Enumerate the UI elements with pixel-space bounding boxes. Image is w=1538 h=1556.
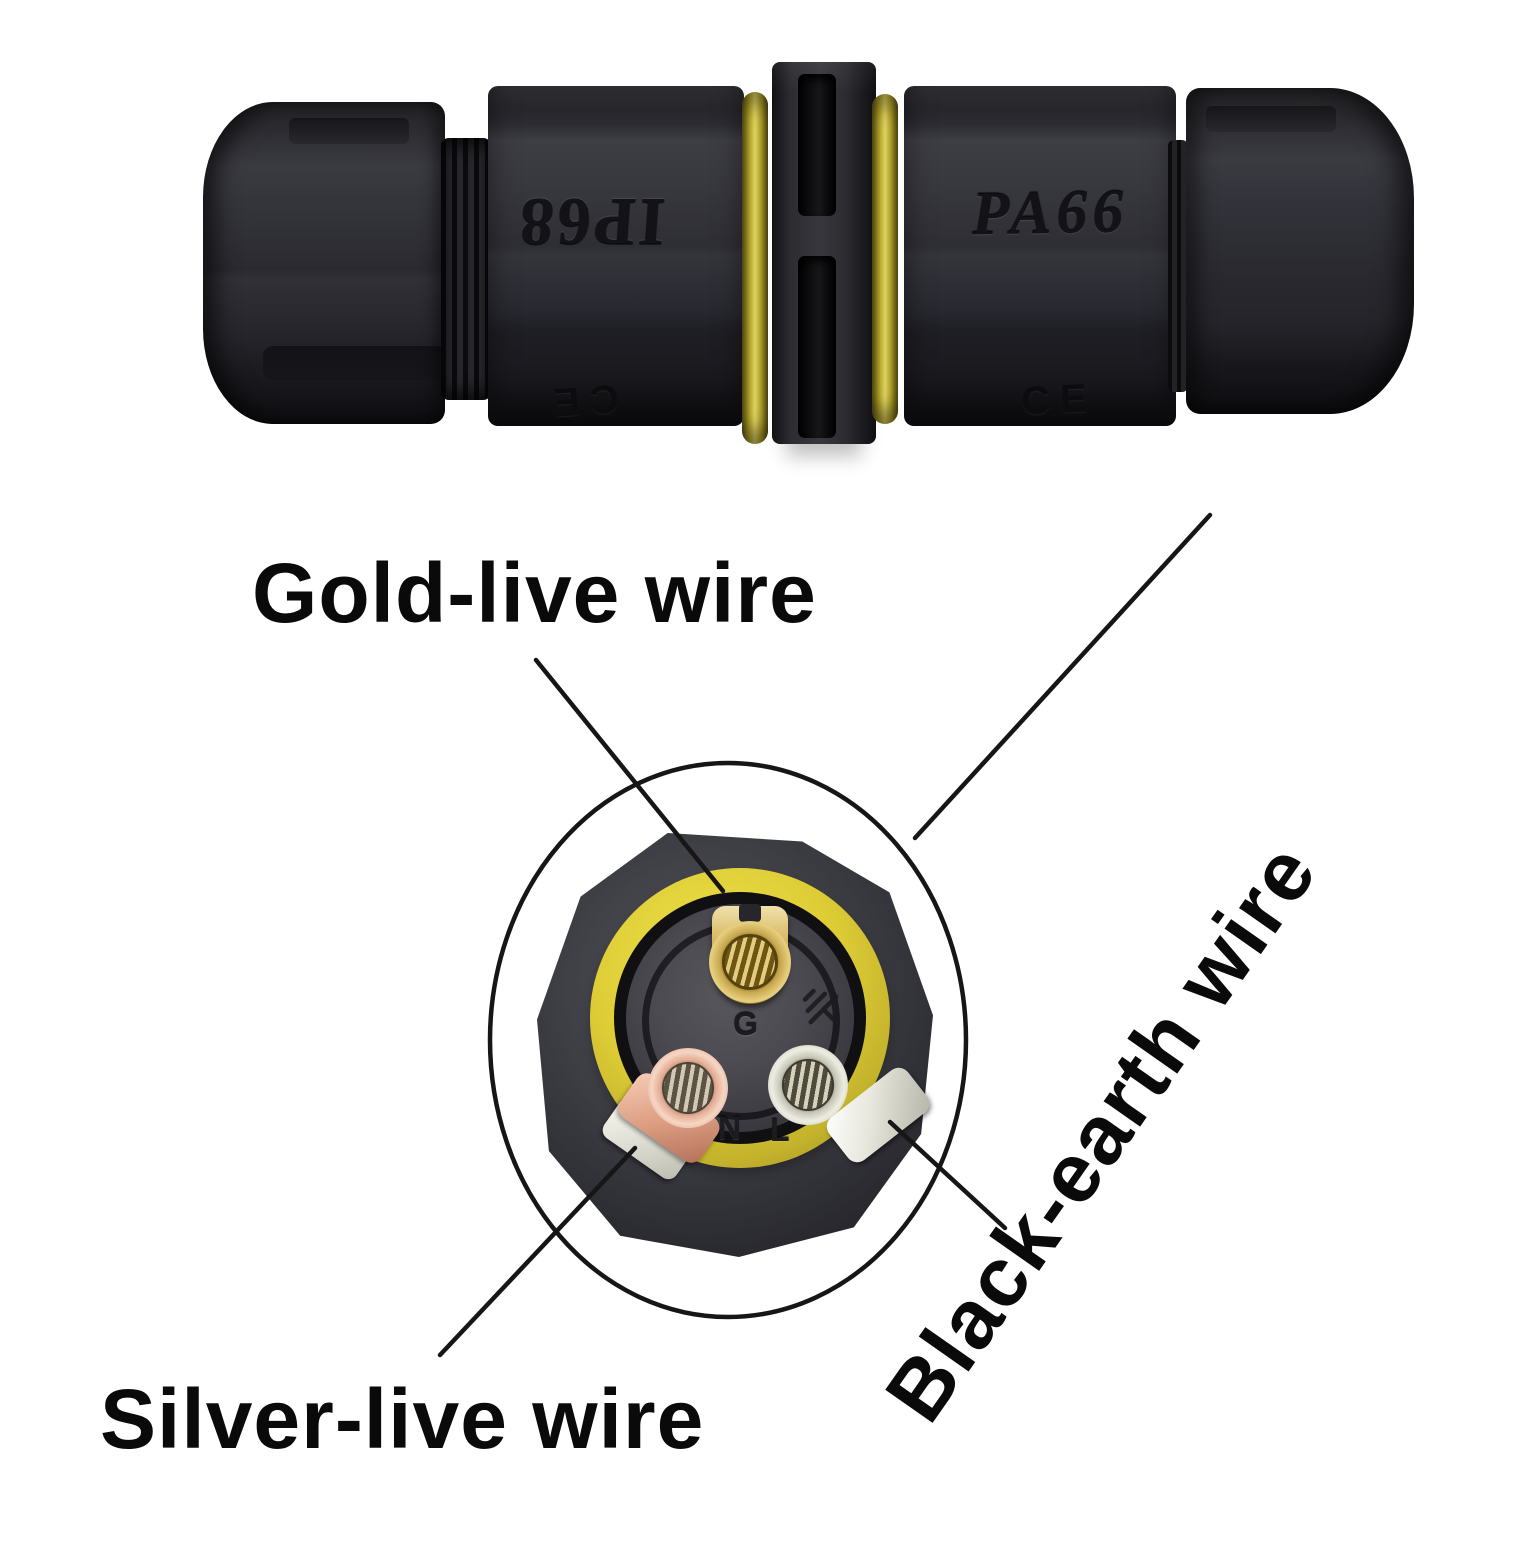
clip-slot-bottom <box>798 256 836 438</box>
pa66-marking: PA66 <box>971 177 1129 249</box>
ground-terminal-letter: G <box>733 1006 758 1042</box>
ce-marking-left: CE <box>541 377 621 427</box>
label-silver-live-wire: Silver-live wire <box>100 1372 705 1466</box>
connector-body-right: PA66 CE <box>904 86 1176 426</box>
neutral-terminal-letter: N <box>718 1110 742 1146</box>
o-ring-left <box>742 92 768 444</box>
clip-slot-top <box>798 74 836 216</box>
label-gold-live-wire: Gold-live wire <box>252 546 817 640</box>
silver-screw <box>782 1059 834 1111</box>
left-thread-neck <box>441 138 491 400</box>
o-ring-right <box>872 94 898 424</box>
right-thread-neck <box>1168 140 1188 392</box>
copper-screw <box>662 1062 714 1114</box>
left-gland-nut <box>203 102 473 424</box>
ce-marking-right: CE <box>1020 376 1098 424</box>
ip68-marking: IP68 <box>514 184 668 260</box>
right-gland-nut <box>1186 88 1414 414</box>
center-mounting-clip <box>772 62 876 444</box>
callout-line-connector-to-circle <box>912 512 1213 841</box>
label-black-earth-wire: Black-earth wire <box>867 826 1335 1438</box>
gold-screw <box>722 934 778 990</box>
connector-body-left: IP68 CE <box>488 86 744 427</box>
live-terminal-letter: L <box>770 1112 790 1148</box>
